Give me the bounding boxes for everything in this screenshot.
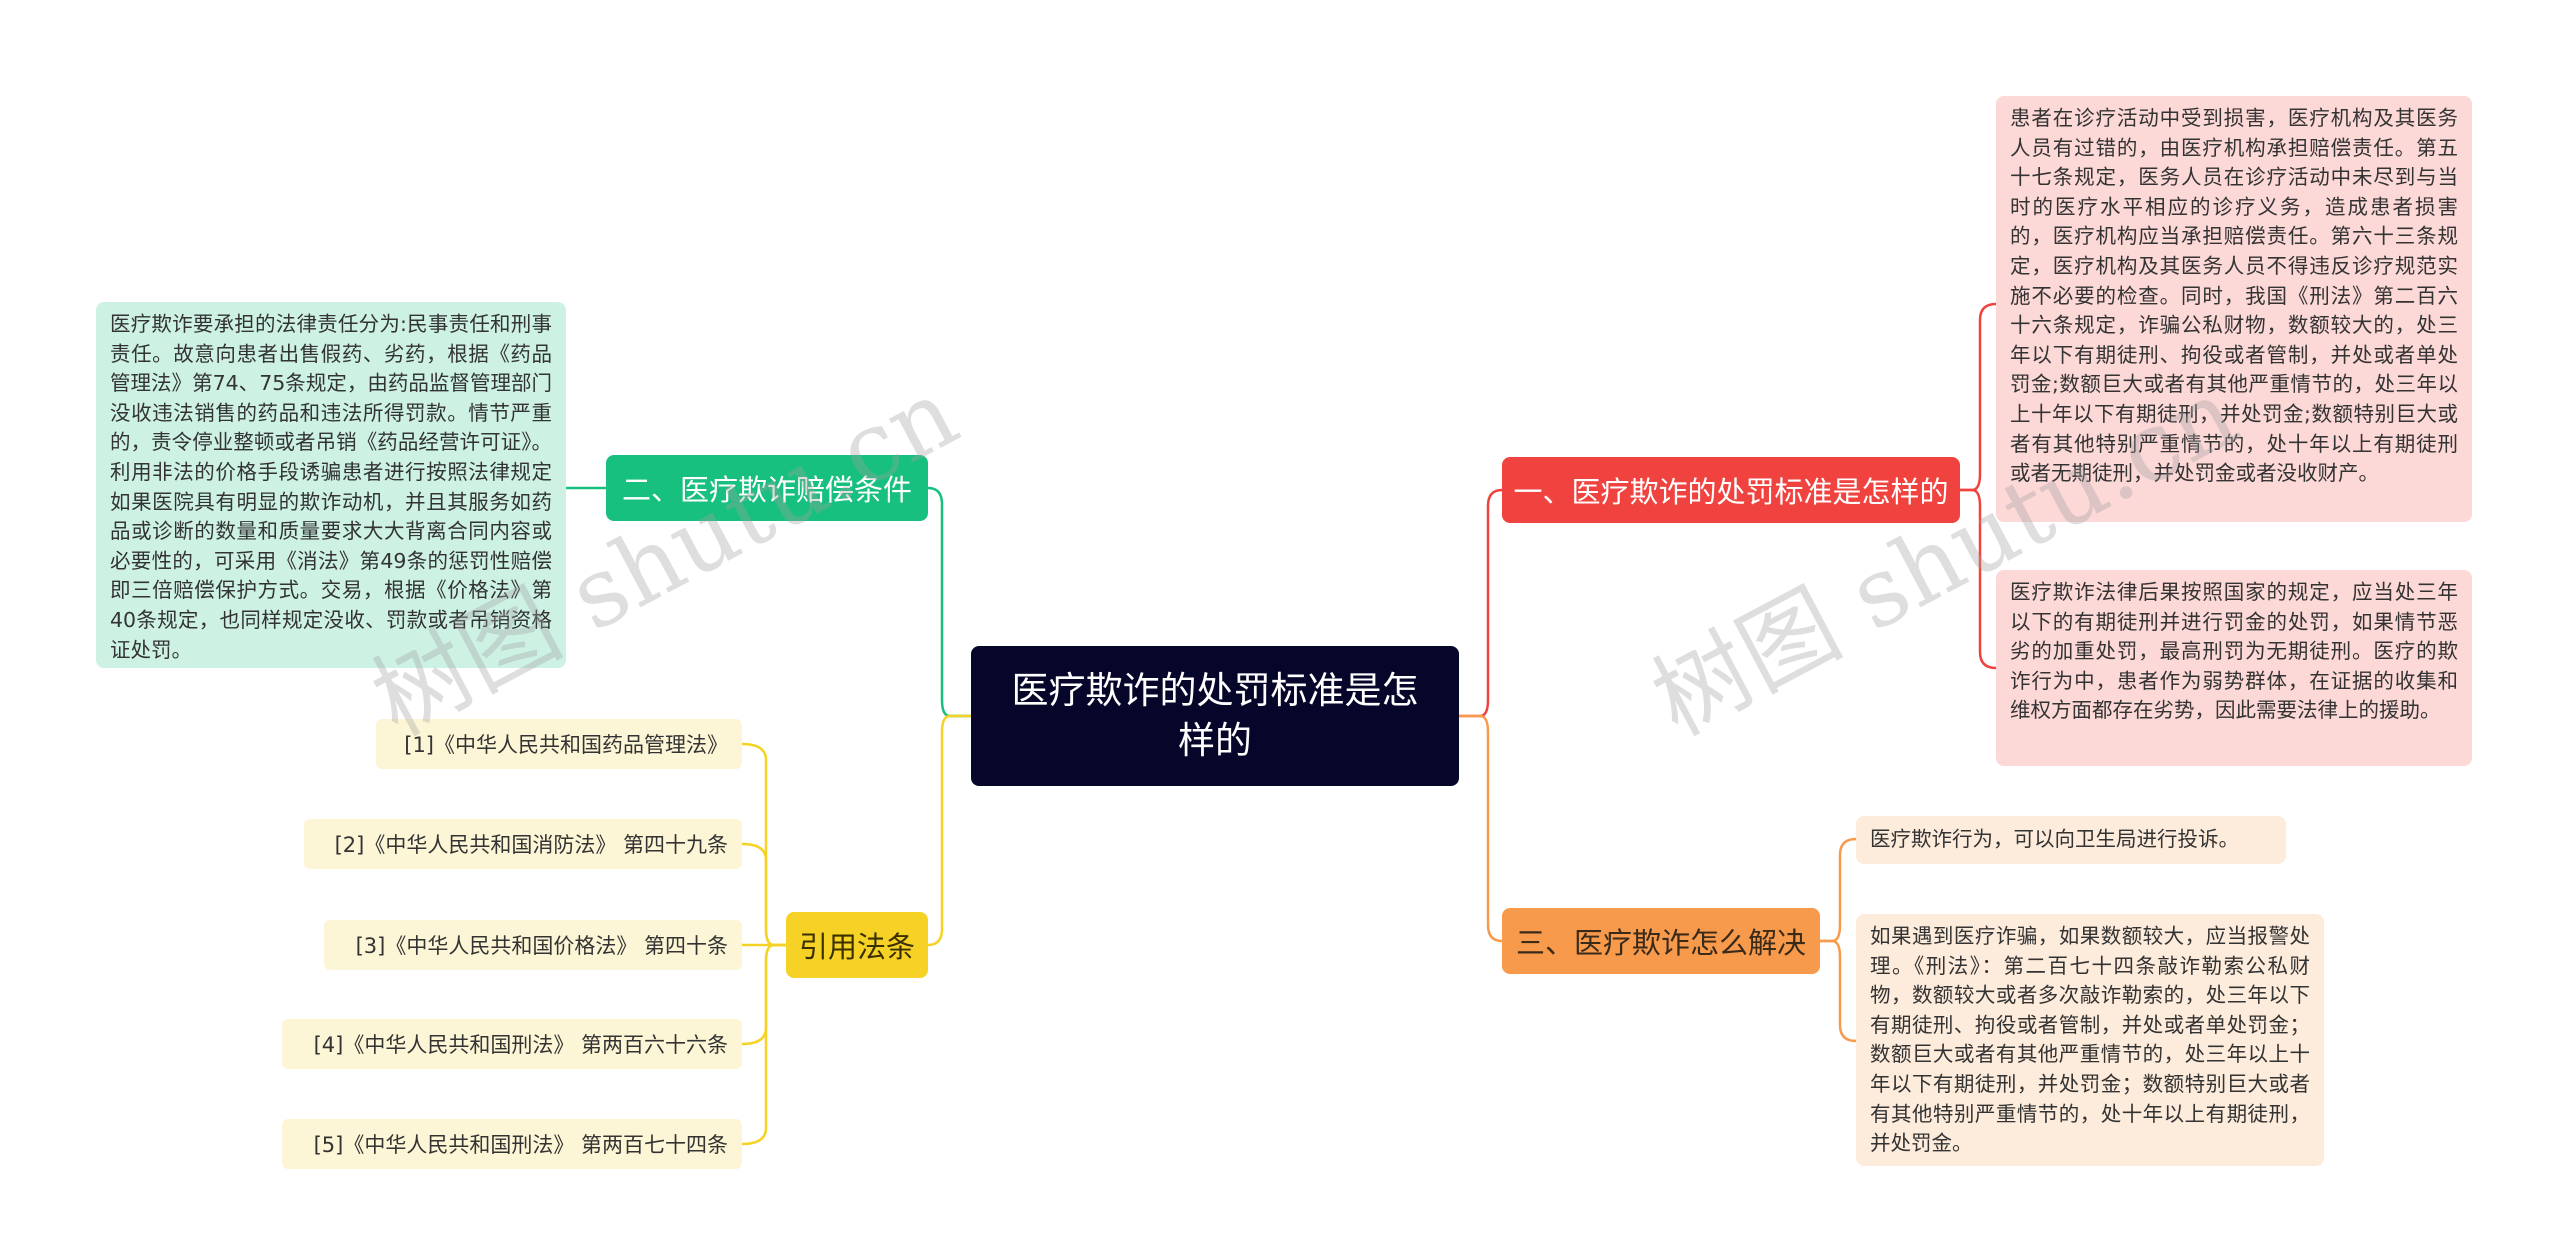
leaf-resolve-complaint[interactable]: 医疗欺诈行为，可以向卫生局进行投诉。 (1856, 816, 2286, 864)
branch-compensation-conditions[interactable]: 二、医疗欺诈赔偿条件 (606, 455, 928, 521)
leaf-text: 医疗欺诈要承担的法律责任分为:民事责任和刑事责任。故意向患者出售假药、劣药，根据… (110, 312, 552, 662)
leaf-text: 医疗欺诈行为，可以向卫生局进行投诉。 (1870, 827, 2239, 852)
branch-label: 一、医疗欺诈的处罚标准是怎样的 (1513, 475, 1949, 509)
ref-item-2[interactable]: [2]《中华人民共和国消防法》 第四十九条 (304, 819, 742, 869)
leaf-penalty-detail-2[interactable]: 医疗欺诈法律后果按照国家的规定，应当处三年以下的有期徒刑并进行罚金的处罚，如果情… (1996, 570, 2472, 766)
branch-label: 引用法条 (798, 930, 915, 964)
connector-right-3-leaf-2 (1820, 939, 1857, 1043)
ref-item-1[interactable]: [1]《中华人民共和国药品管理法》 (376, 719, 742, 769)
ref-item-text: [4]《中华人民共和国刑法》 第两百六十六条 (313, 1033, 728, 1057)
ref-item-3[interactable]: [3]《中华人民共和国价格法》 第四十条 (324, 920, 742, 970)
connector-ref-leaf-2 (741, 842, 786, 947)
connector-ref-leaf-5 (741, 943, 786, 1146)
ref-item-4[interactable]: [4]《中华人民共和国刑法》 第两百六十六条 (282, 1019, 742, 1069)
ref-item-5[interactable]: [5]《中华人民共和国刑法》 第两百七十四条 (282, 1119, 742, 1169)
branch-penalty-standard[interactable]: 一、医疗欺诈的处罚标准是怎样的 (1502, 457, 1960, 523)
leaf-penalty-detail-1[interactable]: 患者在诊疗活动中受到损害，医疗机构及其医务人员有过错的，由医疗机构承担赔偿责任。… (1996, 96, 2472, 522)
connector-ref-leaf-4 (741, 943, 786, 1046)
leaf-compensation-detail[interactable]: 医疗欺诈要承担的法律责任分为:民事责任和刑事责任。故意向患者出售假药、劣药，根据… (96, 302, 566, 668)
connector-right-3-leaf-1 (1820, 837, 1857, 943)
ref-item-text: [5]《中华人民共和国刑法》 第两百七十四条 (313, 1133, 728, 1157)
connector-root-right-3 (1459, 714, 1503, 943)
connector-root-left-2 (927, 486, 971, 718)
root-topic[interactable]: 医疗欺诈的处罚标准是怎样的 (971, 646, 1459, 786)
branch-label: 三、医疗欺诈怎么解决 (1515, 926, 1806, 960)
leaf-resolve-police[interactable]: 如果遇到医疗诈骗，如果数额较大，应当报警处理。《刑法》：第二百七十四条敲诈勒索公… (1856, 914, 2324, 1166)
branch-label: 二、医疗欺诈赔偿条件 (621, 473, 912, 507)
leaf-text: 医疗欺诈法律后果按照国家的规定，应当处三年以下的有期徒刑并进行罚金的处罚，如果情… (2010, 580, 2458, 723)
ref-item-text: [1]《中华人民共和国药品管理法》 (404, 733, 728, 757)
connector-right-1-leaf-2 (1960, 488, 1997, 670)
connector-root-left-ref (927, 714, 971, 947)
branch-how-to-resolve[interactable]: 三、医疗欺诈怎么解决 (1502, 908, 1820, 974)
leaf-text: 患者在诊疗活动中受到损害，医疗机构及其医务人员有过错的，由医疗机构承担赔偿责任。… (2010, 106, 2458, 486)
connector-root-right-1 (1459, 488, 1503, 718)
leaf-text: 如果遇到医疗诈骗，如果数额较大，应当报警处理。《刑法》：第二百七十四条敲诈勒索公… (1870, 924, 2310, 1156)
connector-right-1-leaf-1 (1960, 302, 1997, 492)
ref-item-text: [3]《中华人民共和国价格法》 第四十条 (355, 934, 728, 958)
branch-cited-laws[interactable]: 引用法条 (786, 912, 928, 978)
root-topic-label: 医疗欺诈的处罚标准是怎样的 (1011, 669, 1419, 762)
ref-item-text: [2]《中华人民共和国消防法》 第四十九条 (334, 833, 728, 857)
